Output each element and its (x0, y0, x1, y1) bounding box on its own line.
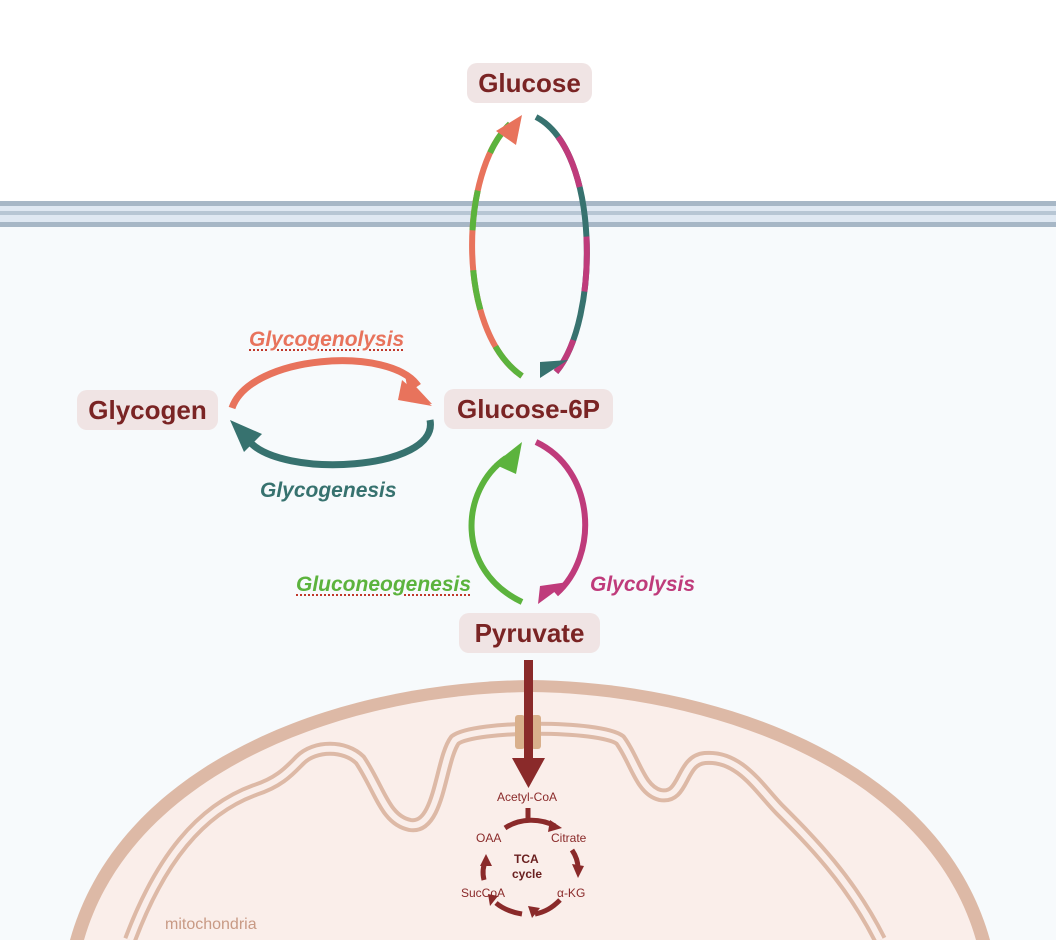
node-glycogen-label: Glycogen (88, 395, 207, 425)
mito-transporter-left (515, 715, 525, 749)
plasma-membrane (0, 201, 1056, 227)
label-glycolysis: Glycolysis (590, 573, 696, 596)
node-glycogen: Glycogen (77, 390, 218, 430)
node-glucose-label: Glucose (478, 68, 581, 98)
label-glycogenolysis: Glycogenolysis (249, 328, 405, 351)
tca-cycle-arrowheads (480, 820, 584, 918)
tca-acetyl-coa: Acetyl-CoA (497, 790, 558, 804)
node-pyruvate: Pyruvate (459, 613, 600, 653)
mito-transporter-right (531, 715, 541, 749)
tca-akg: α-KG (557, 886, 586, 900)
mitochondria-label: mitochondria (165, 916, 257, 933)
tca-oaa: OAA (476, 831, 502, 845)
glycolysis-arc (534, 439, 589, 604)
pyruvate-to-acetylcoa-arrow (512, 660, 545, 788)
label-gluconeogenesis: Gluconeogenesis (296, 573, 472, 596)
glucose-release-arc (534, 114, 590, 378)
gluconeogenesis-arc (468, 442, 524, 605)
tca-citrate: Citrate (551, 831, 587, 845)
node-glucose-6p: Glucose-6P (444, 389, 613, 429)
tca-center-label-1: TCA (514, 852, 539, 866)
node-glucose-6p-label: Glucose-6P (456, 394, 601, 424)
tca-center-label-2: cycle (512, 867, 543, 881)
tca-succoa: SucCoA (461, 886, 506, 900)
label-glycogenesis: Glycogenesis (260, 479, 397, 502)
glycogenesis-arc (230, 419, 434, 469)
glucose-uptake-arc (469, 115, 524, 379)
node-glucose: Glucose (467, 63, 592, 103)
node-pyruvate-label: Pyruvate (474, 618, 585, 648)
glycogenolysis-arc (228, 357, 432, 410)
